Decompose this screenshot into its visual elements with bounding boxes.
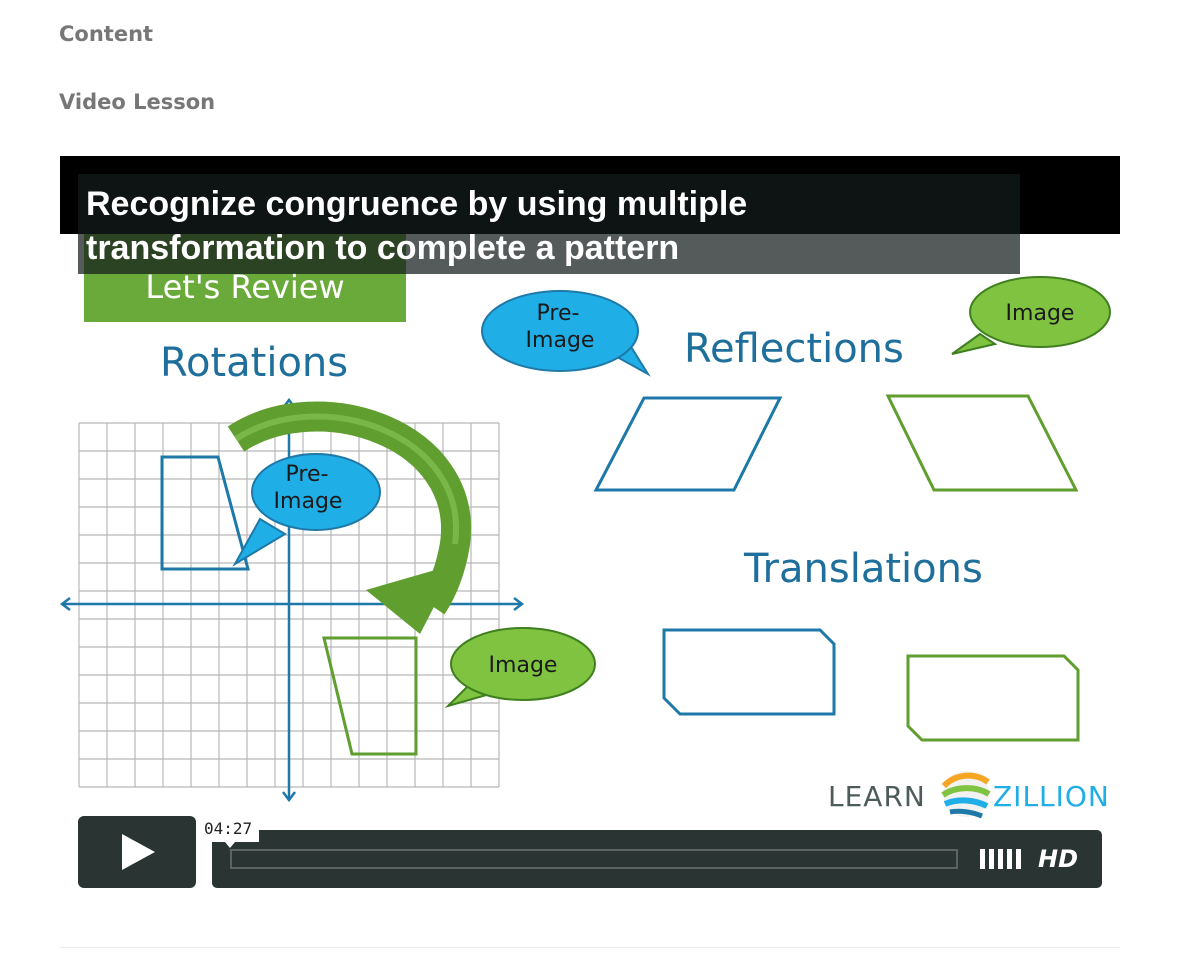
learnzillion-logo-mark — [941, 771, 991, 819]
play-icon — [122, 834, 155, 870]
preimage-bubble-reflection: Pre- Image — [481, 290, 651, 377]
video-lesson-heading: Video Lesson — [59, 90, 216, 114]
video-title-line-2: transformation to complete a pattern — [86, 229, 680, 267]
divider — [60, 947, 1120, 948]
rotation-image-shape — [322, 636, 418, 756]
hd-button[interactable]: HD — [1038, 845, 1079, 873]
translation-image-shape — [906, 654, 1080, 742]
play-button[interactable] — [78, 816, 196, 888]
rotations-label: Rotations — [160, 340, 348, 386]
video-title-overlay: Recognize congruence by using multiple t… — [78, 174, 1020, 274]
svg-text:Image: Image — [489, 653, 558, 678]
reflections-label: Reflections — [684, 326, 904, 372]
svg-text:Pre-: Pre- — [537, 301, 580, 326]
image-bubble-rotation: Image — [444, 627, 596, 709]
review-banner-text: Let's Review — [145, 268, 344, 306]
rotation-preimage-shape — [160, 455, 250, 571]
svg-text:ZILLION: ZILLION — [993, 780, 1110, 813]
control-bar: HD — [212, 830, 1102, 888]
time-tooltip: 04:27 — [197, 816, 260, 848]
svg-text:Image: Image — [526, 328, 595, 353]
preimage-bubble-rotation: Pre- Image — [232, 453, 381, 567]
learnzillion-logo: LEARN ZILLION — [828, 771, 1110, 819]
video-player[interactable]: Let's Review Rotations — [60, 156, 1120, 906]
translations-label: Translations — [743, 546, 983, 592]
content-heading: Content — [59, 22, 154, 46]
reflection-image-shape — [885, 394, 1079, 492]
volume-icon[interactable] — [980, 849, 1022, 869]
video-frame[interactable]: Let's Review Rotations — [60, 234, 1120, 906]
reflection-preimage-shape — [593, 396, 783, 492]
svg-text:LEARN: LEARN — [828, 780, 926, 813]
progress-bar[interactable] — [230, 849, 958, 869]
image-bubble-reflection: Image — [951, 276, 1111, 355]
svg-text:Pre-: Pre- — [286, 462, 329, 487]
rotation-arrow — [227, 401, 472, 634]
translation-preimage-shape — [662, 628, 836, 716]
svg-text:Image: Image — [274, 489, 343, 514]
svg-text:Image: Image — [1006, 301, 1075, 326]
video-title-line-1: Recognize congruence by using multiple — [86, 185, 748, 223]
lesson-slide: Let's Review Rotations — [60, 234, 1111, 819]
